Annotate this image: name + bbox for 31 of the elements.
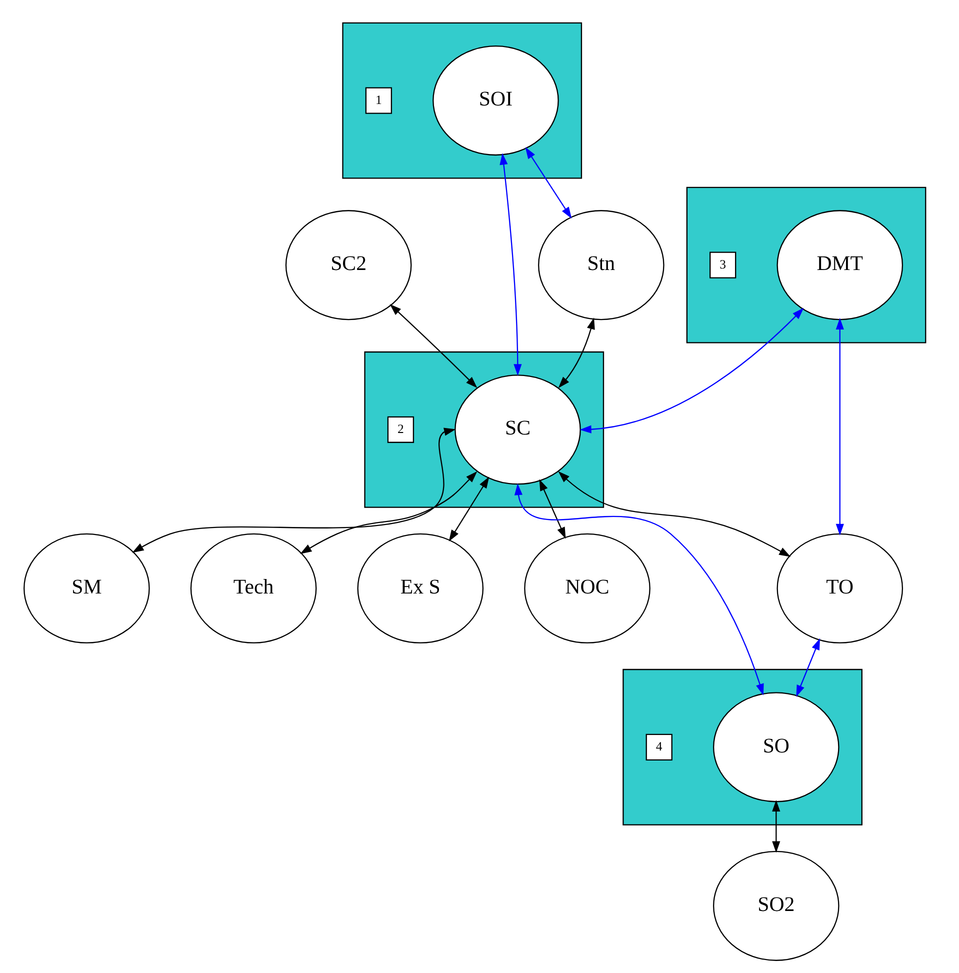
node-ellipse: SOI bbox=[432, 45, 559, 156]
node-ellipse: SO2 bbox=[713, 850, 840, 960]
node-box: 3 bbox=[710, 251, 736, 278]
arrow bbox=[796, 638, 820, 696]
arrow bbox=[500, 152, 522, 376]
arrow bbox=[580, 307, 804, 433]
arrow bbox=[514, 483, 764, 695]
arrow bbox=[390, 304, 478, 388]
node-ellipse: Ex S bbox=[357, 532, 484, 643]
arrow bbox=[300, 470, 478, 554]
cluster bbox=[686, 186, 926, 343]
arrow bbox=[525, 146, 572, 218]
node-ellipse: Stn bbox=[538, 210, 664, 320]
arrow bbox=[132, 427, 456, 552]
cluster bbox=[342, 22, 582, 178]
node-box: 1 bbox=[365, 86, 392, 114]
arrow bbox=[558, 317, 595, 388]
arrow bbox=[558, 470, 791, 556]
node-box: 4 bbox=[646, 733, 672, 760]
node-ellipse: SC2 bbox=[285, 210, 412, 320]
node-box: 2 bbox=[387, 416, 414, 442]
cluster bbox=[622, 668, 862, 825]
arrow bbox=[836, 317, 844, 535]
node-ellipse: NOC bbox=[524, 532, 650, 643]
cluster bbox=[364, 350, 604, 508]
node-ellipse: Tech bbox=[190, 532, 317, 643]
node-ellipse: SO bbox=[713, 692, 840, 802]
arrow bbox=[772, 799, 780, 852]
arrow bbox=[448, 476, 490, 542]
node-ellipse: SM bbox=[24, 532, 150, 643]
arrow bbox=[539, 478, 566, 538]
